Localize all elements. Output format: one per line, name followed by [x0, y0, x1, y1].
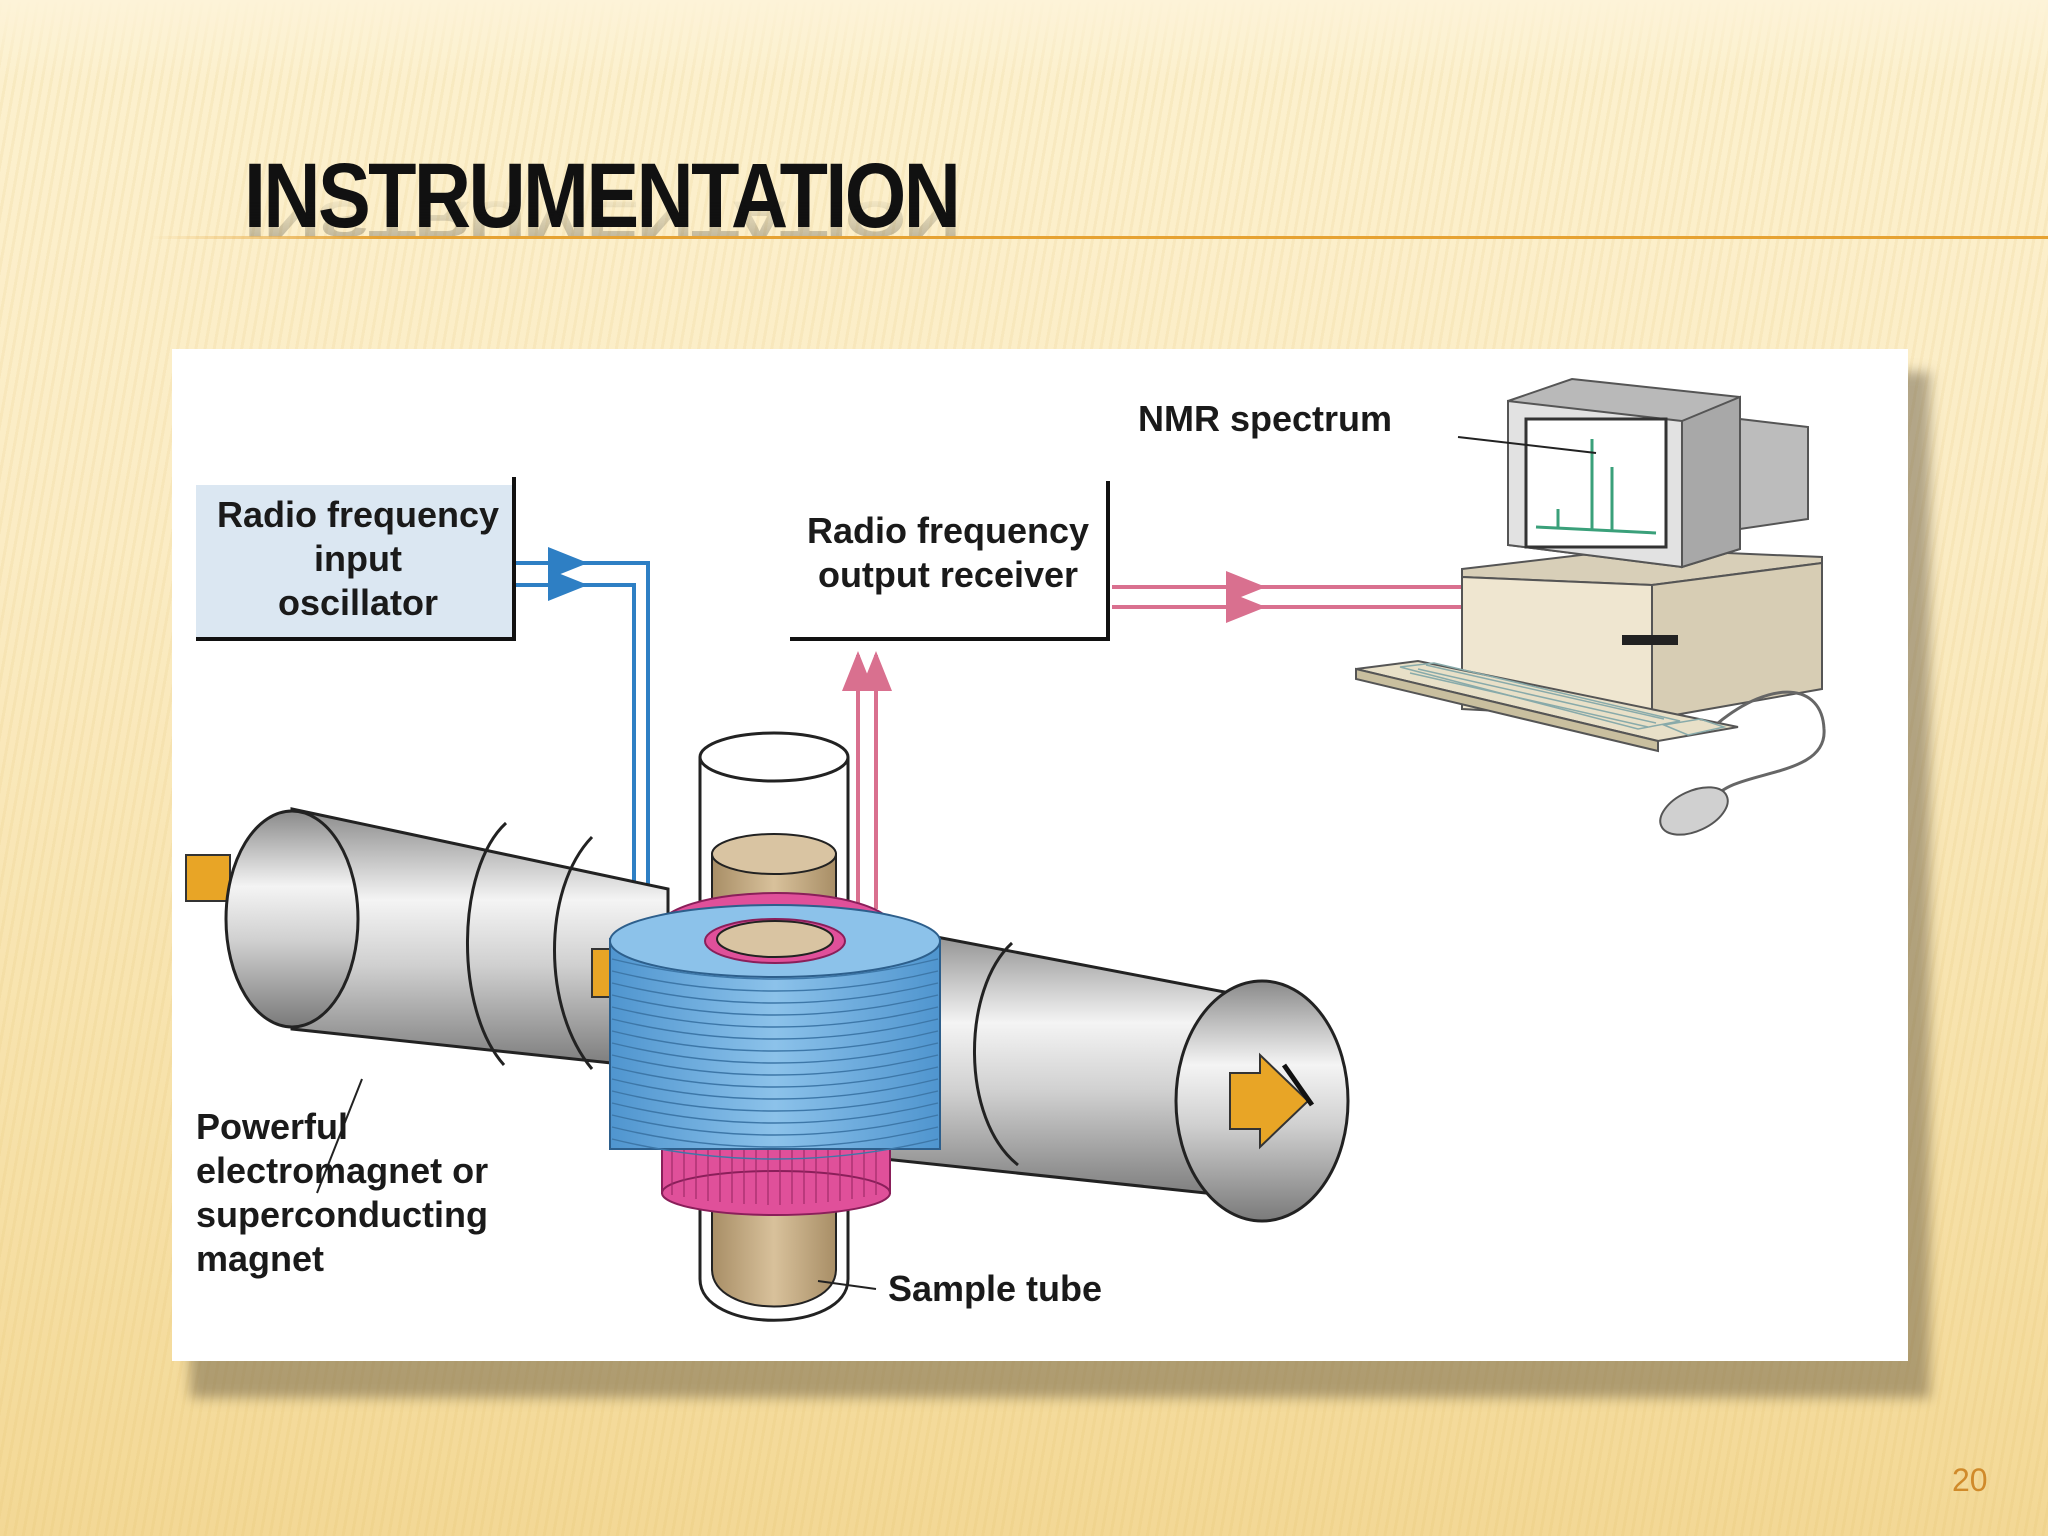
sample-tube-label: Sample tube: [888, 1268, 1102, 1309]
right-magnet: N: [882, 925, 1350, 1223]
nmr-spectrum-label: NMR spectrum: [1138, 398, 1392, 439]
computer: [1355, 377, 1826, 836]
mouse-cable: [1712, 690, 1826, 800]
mouse: [1659, 786, 1729, 836]
nmr-spectrum-trace: [1535, 439, 1657, 535]
rf-output-receiver-box: Radio frequency output receiver: [790, 481, 1110, 641]
right-pole-arrow: [1229, 1052, 1310, 1150]
nmr-diagram: Radio frequency input oscillator Radio f…: [172, 349, 1908, 1361]
slide-title: INSTRUMENTATION: [244, 145, 961, 247]
disk-slot: [1622, 635, 1678, 645]
magnet-label-line4: magnet: [196, 1238, 324, 1279]
magnet-label-line2: electromagnet or: [196, 1150, 488, 1191]
rf-output-label-line2: output receiver: [818, 554, 1078, 595]
sample-tube-leader: [817, 1280, 877, 1290]
nmr-spectrum-leader: [1457, 436, 1597, 454]
rf-output-lines: [842, 571, 1462, 909]
magnet-label-line1: Powerful: [196, 1106, 348, 1147]
magnet-label-line3: superconducting: [196, 1194, 488, 1235]
top-band: [0, 0, 2048, 80]
rf-input-lines: [516, 547, 650, 909]
page-number: 20: [1952, 1462, 1988, 1498]
magnet-leader: [316, 1078, 363, 1194]
rf-input-oscillator-box: Radio frequency input oscillator: [196, 477, 516, 641]
nmr-diagram-svg: Radio frequency input oscillator Radio f…: [185, 377, 1826, 1322]
left-magnet: [185, 807, 670, 1194]
magnet-label: Powerful electromagnet or superconductin…: [196, 1106, 488, 1279]
transmitter-coil: [609, 904, 941, 1160]
rf-output-label-line1: Radio frequency: [807, 510, 1089, 551]
rf-input-label-line2: input: [314, 538, 402, 579]
monitor-screen: [1524, 417, 1668, 549]
keyboard-keys: [1399, 662, 1727, 736]
title-rule: [150, 236, 2048, 239]
rf-input-label-line1: Radio frequency: [217, 494, 499, 535]
left-pole-arrow: [185, 854, 231, 902]
rf-input-label-line3: oscillator: [278, 582, 438, 623]
